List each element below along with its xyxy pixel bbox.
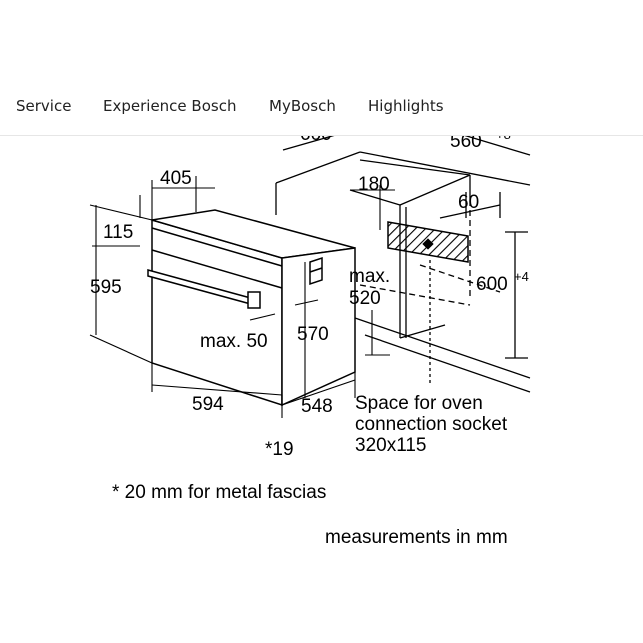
socket-caption-line1: Space for oven xyxy=(355,393,483,414)
dim-115: 115 xyxy=(103,222,133,243)
dim-594: 594 xyxy=(192,394,224,415)
nav-item-experience-bosch[interactable]: Experience Bosch xyxy=(103,97,237,115)
dim-595: 595 xyxy=(90,277,122,298)
socket-caption-line3: 320x115 xyxy=(355,435,427,456)
oven-unit xyxy=(147,209,356,407)
metal-fascia-note: * 20 mm for metal fascias xyxy=(112,482,326,503)
dim-max-50: max. 50 xyxy=(200,331,268,352)
nav-item-mybosch[interactable]: MyBosch xyxy=(269,97,336,115)
nav-item-service[interactable]: Service xyxy=(16,97,72,115)
dimension-lines xyxy=(89,176,395,418)
units-note: measurements in mm xyxy=(325,527,508,548)
dim-560: 560 xyxy=(450,131,482,152)
dim-60: 60 xyxy=(458,192,479,213)
dim-570: 570 xyxy=(297,324,329,345)
connection-socket-area xyxy=(387,221,469,263)
top-navigation: Service Experience Bosch MyBosch Highlig… xyxy=(0,78,643,136)
dim-180: 180 xyxy=(358,174,390,195)
dim-548: 548 xyxy=(301,396,333,417)
socket-caption: Space for oven connection socket 320x115 xyxy=(355,393,508,456)
dim-19: *19 xyxy=(265,439,294,460)
dim-600-tolerance: +4 xyxy=(514,269,529,284)
dim-520: 520 xyxy=(349,288,381,309)
dim-600: 600 xyxy=(476,274,508,295)
nav-item-highlights[interactable]: Highlights xyxy=(368,97,444,115)
socket-caption-line2: connection socket xyxy=(355,414,508,435)
dim-405: 405 xyxy=(160,168,192,189)
dim-max-label: max. xyxy=(349,266,390,287)
